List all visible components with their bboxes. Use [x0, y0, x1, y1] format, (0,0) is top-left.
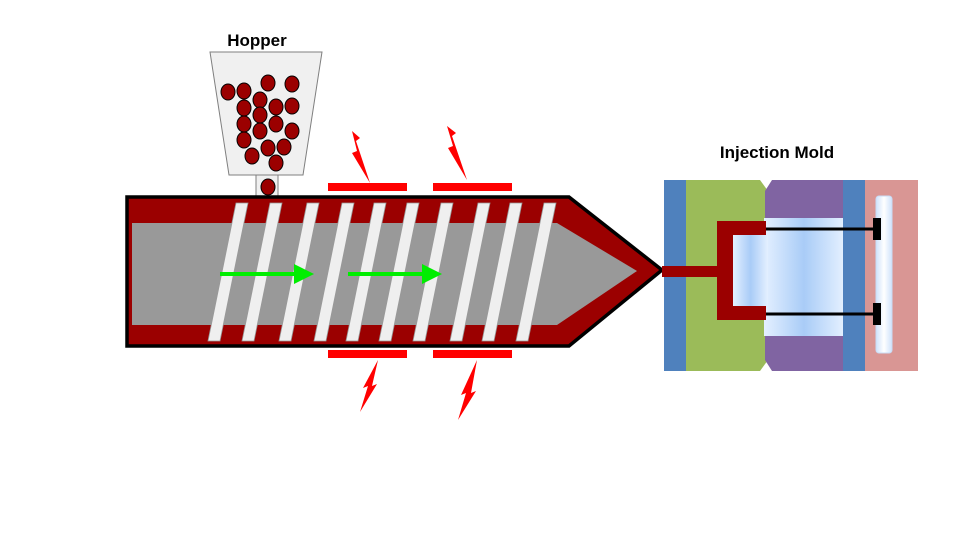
molded-part: [733, 235, 768, 306]
screw-flight: [313, 202, 355, 342]
heat-bolt-icon: [352, 131, 370, 183]
heat-bolt-icon: [458, 360, 477, 420]
screw-flight: [449, 202, 491, 342]
mold-label: Injection Mold: [720, 143, 834, 162]
pellet: [220, 83, 236, 101]
sprue: [662, 266, 720, 277]
hopper: [209, 51, 323, 203]
mold-plate-blue-right: [843, 180, 865, 371]
pellet: [252, 122, 268, 140]
injection-mold: [662, 180, 918, 371]
pellet: [236, 131, 252, 149]
pellet: [276, 138, 292, 156]
pellet: [284, 75, 300, 93]
ejector-pin-head: [873, 303, 881, 325]
mold-cavity: [764, 218, 844, 336]
heat-bolt-icon: [360, 360, 378, 412]
heater-band: [328, 183, 407, 191]
screw-flight: [515, 202, 557, 342]
pellet: [260, 178, 276, 196]
heat-bolt-icons: [352, 126, 477, 420]
pellet: [260, 74, 276, 92]
heater-band: [433, 350, 512, 358]
pellet: [284, 97, 300, 115]
pellet: [236, 82, 252, 100]
heater-band: [433, 183, 512, 191]
heat-bolt-icon: [447, 126, 467, 180]
pellet: [260, 139, 276, 157]
pellet: [252, 91, 268, 109]
pellet: [236, 115, 252, 133]
pellet: [284, 122, 300, 140]
pellet: [268, 154, 284, 172]
barrel: [125, 195, 665, 348]
heater-bands: [328, 183, 512, 358]
plastic-pellets: [220, 74, 300, 196]
screw-flight: [481, 202, 523, 342]
hopper-label: Hopper: [227, 31, 287, 50]
flow-arrow-icon: [348, 264, 442, 284]
flow-arrow-icon: [220, 264, 314, 284]
runner-cavity: [717, 221, 766, 320]
pellet: [236, 99, 252, 117]
pellet: [244, 147, 260, 165]
pellet: [252, 106, 268, 124]
heater-band: [328, 350, 407, 358]
pellet: [268, 98, 284, 116]
ejector-pin-head: [873, 218, 881, 240]
pellet: [268, 115, 284, 133]
